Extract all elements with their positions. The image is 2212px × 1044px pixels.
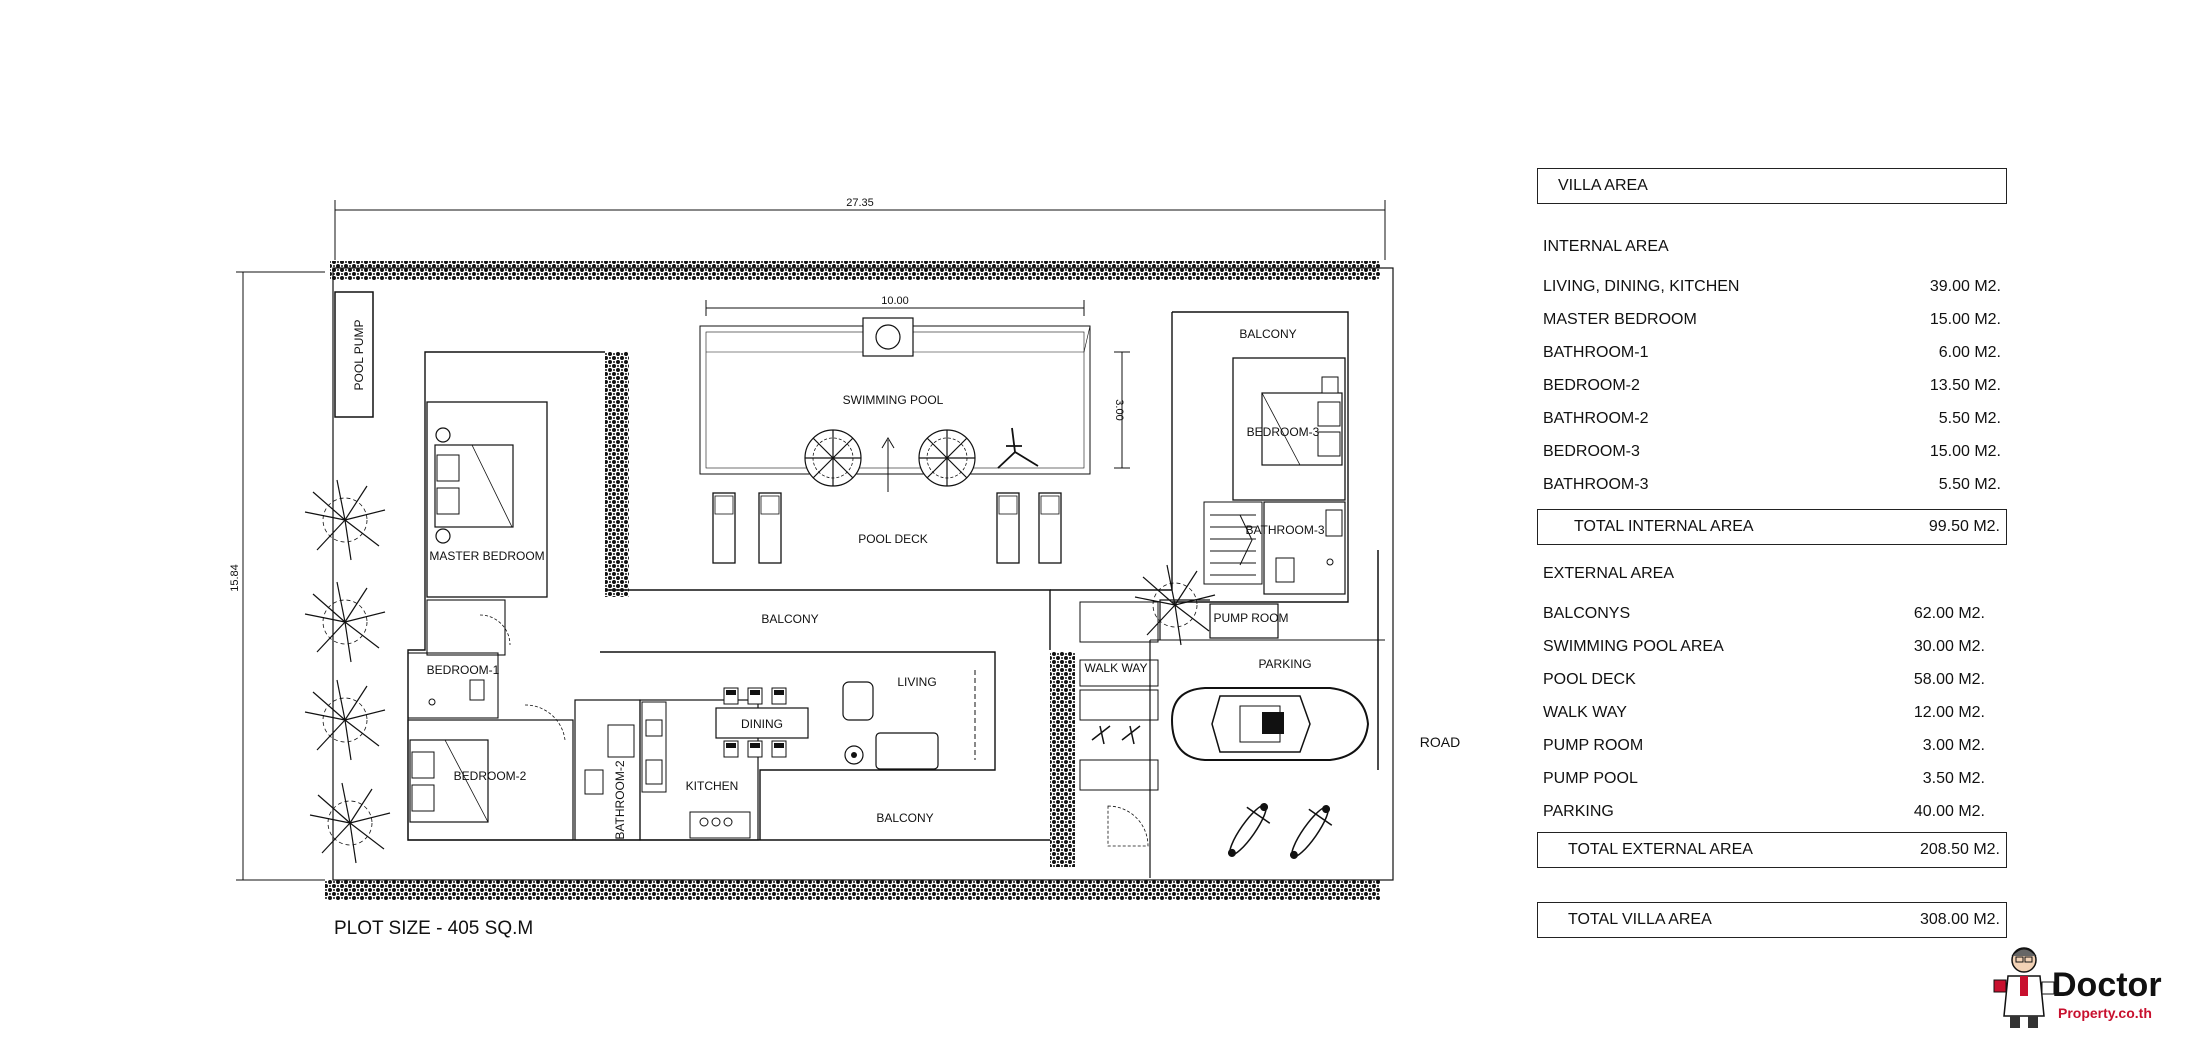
pool-depth-label: 3.00	[1113, 399, 1125, 420]
motorbike-icon	[1279, 797, 1341, 867]
balcony-top-label: BALCONY	[1239, 327, 1296, 341]
car-icon	[1170, 687, 1370, 761]
logo-property-text: Property.co.th	[2058, 1005, 2152, 1021]
doctor-property-logo: Doctor Property.co.th	[1993, 947, 2162, 1028]
internal-area-heading: INTERNAL AREA	[1543, 238, 1669, 255]
staircase	[1203, 501, 1263, 585]
parking: PARKING	[1149, 550, 1385, 878]
pool-pump-label: POOL PUMP	[352, 320, 366, 391]
plot-boundary	[332, 267, 1394, 881]
pool-deck: POOL DECK	[712, 427, 1062, 564]
doctor-mascot-icon	[1993, 947, 2055, 1028]
dining-label: DINING	[741, 717, 783, 731]
walk-way-label: WALK WAY	[1085, 661, 1148, 675]
villa-area-header: VILLA AREA	[1537, 168, 2007, 204]
floor-plan: 27.35 15.84 POOL PUMP MASTER BEDROOM	[229, 197, 1460, 900]
bedroom-2-label: BEDROOM-2	[454, 769, 527, 783]
parking-label: PARKING	[1258, 657, 1311, 671]
logo-doctor-text: Doctor	[2052, 966, 2162, 1004]
hedge-bottom	[325, 880, 1380, 900]
dimension-depth: 15.84	[229, 271, 325, 881]
dimension-width-label: 27.35	[846, 197, 874, 209]
kitchen: KITCHEN	[639, 699, 759, 841]
villa-area-title: VILLA AREA	[1558, 177, 1648, 194]
area-schedule: VILLA AREA INTERNAL AREA LIVING, DINING,…	[1537, 168, 2007, 938]
master-bedroom-label: MASTER BEDROOM	[429, 549, 544, 563]
swimming-pool-label: SWIMMING POOL	[843, 393, 944, 407]
pool-pump: POOL PUMP	[334, 291, 374, 418]
pool-deck-label: POOL DECK	[858, 532, 928, 546]
total-external-area: TOTAL EXTERNAL AREA 208.50 M2.	[1537, 832, 2007, 868]
palm-tree-icon	[1134, 564, 1216, 646]
swimming-pool: 10.00 3.00 SWIMMING POOL	[699, 295, 1130, 492]
palm-tree-icon	[304, 581, 386, 663]
plot-size-label: PLOT SIZE - 405 SQ.M	[334, 918, 534, 939]
bedroom-1-label: BEDROOM-1	[427, 663, 500, 677]
total-villa-area: TOTAL VILLA AREA 308.00 M2.	[1537, 902, 2007, 938]
living-label: LIVING	[897, 675, 936, 689]
living-dining: DINING LIVING	[600, 651, 996, 840]
external-area-heading: EXTERNAL AREA	[1543, 565, 1675, 582]
walk-way: WALK WAY	[1079, 601, 1159, 847]
balcony-mid-label: BALCONY	[761, 612, 818, 626]
master-bedroom: MASTER BEDROOM	[426, 401, 548, 598]
balcony-bottom-label: BALCONY	[876, 811, 933, 825]
hedge-top	[330, 261, 1380, 280]
dimension-depth-label: 15.84	[229, 564, 241, 592]
kitchen-label: KITCHEN	[686, 779, 739, 793]
bedroom-3-label: BEDROOM-3	[1247, 425, 1320, 439]
motorbike-icon	[1217, 795, 1279, 865]
bathroom-3: BATHROOM-3	[1245, 501, 1346, 595]
pump-room-label: PUMP ROOM	[1213, 611, 1288, 625]
total-internal-area: TOTAL INTERNAL AREA 99.50 M2.	[1537, 509, 2007, 545]
bedroom-3: BEDROOM-3	[1232, 357, 1346, 501]
bathroom-3-label: BATHROOM-3	[1245, 523, 1324, 537]
bathroom-2-label: BATHROOM-2	[613, 760, 627, 839]
bedroom-1: BEDROOM-1	[407, 599, 511, 719]
palm-tree-icon	[309, 782, 391, 864]
palm-tree-icon	[304, 479, 386, 561]
pool-width-label: 10.00	[881, 295, 909, 307]
bedroom-2: BEDROOM-2	[407, 704, 574, 841]
hedge-walkway	[1050, 652, 1075, 867]
pump-room: PUMP ROOM	[1209, 603, 1289, 639]
hedge-pool-left	[605, 352, 629, 597]
road-label: ROAD	[1420, 734, 1460, 750]
dimension-width: 27.35	[334, 197, 1386, 260]
palm-tree-icon	[304, 679, 386, 761]
bathroom-2: BATHROOM-2	[574, 699, 641, 841]
